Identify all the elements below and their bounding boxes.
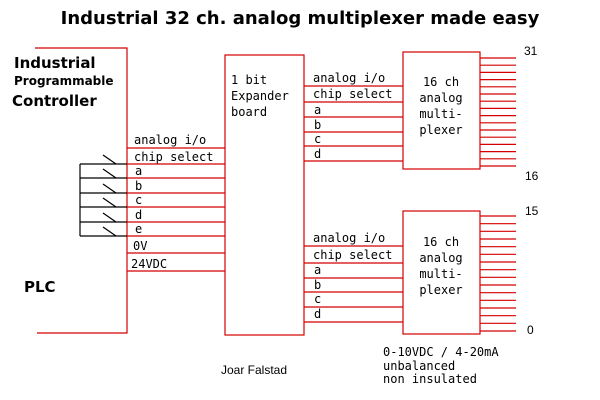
plc-output-switches <box>79 154 127 237</box>
switch-symbol <box>102 197 117 208</box>
bottom-bus-label: b <box>314 278 321 292</box>
top-bus-label: analog i/o <box>313 71 385 85</box>
mux-top-label-line-2: analog <box>419 91 462 105</box>
plc-outline <box>35 47 128 334</box>
multiplexer-bottom <box>402 210 481 335</box>
author-credit: Joar Falstad <box>221 363 287 377</box>
plc-signal-label: b <box>135 179 142 193</box>
mux-bottom-channel-wires <box>480 215 516 332</box>
plc-signal-label: 0V <box>133 239 147 253</box>
plc-signal-label: chip select <box>134 150 213 164</box>
switch-symbol <box>102 183 117 194</box>
top-bus-labels: analog i/o chip select a b c d <box>313 71 392 161</box>
signal-range-note: 0-10VDC / 4-20mA <box>383 345 499 359</box>
mux-bottom-channel-low: 0 <box>527 323 534 337</box>
plc-signal-label: d <box>135 208 142 222</box>
mux-bottom-label-line-4: plexer <box>419 283 462 297</box>
plc-signal-label: e <box>135 222 142 236</box>
switch-symbol <box>102 226 117 237</box>
switch-symbol <box>102 212 117 223</box>
balance-note: unbalanced <box>383 359 455 373</box>
plc-label: Industrial Programmable Controller PLC <box>12 54 114 296</box>
plc-signal-labels: analog i/o chip select a b c d e 0V 24VD… <box>131 133 213 271</box>
expander-label-line-3: board <box>231 105 267 119</box>
bottom-bus-label: d <box>314 307 321 321</box>
mux-top-channel-wires <box>480 57 516 167</box>
switch-symbol <box>102 154 117 165</box>
mux-top-label-line-3: multi- <box>419 107 462 121</box>
bottom-bus-label: analog i/o <box>313 231 385 245</box>
mux-bottom-channel-high: 15 <box>525 204 539 218</box>
bottom-bus-label: chip select <box>313 248 392 262</box>
plc-signal-label: c <box>135 193 142 207</box>
plc-name-line-1: Industrial <box>14 54 96 72</box>
plc-name-line-3: Controller <box>12 92 97 110</box>
multiplexer-top <box>402 51 481 170</box>
mux-bottom-label-line-1: 16 ch <box>423 235 459 249</box>
mux-bottom-label-line-2: analog <box>419 251 462 265</box>
top-bus-label: chip select <box>313 87 392 101</box>
bottom-bus-label: a <box>314 263 321 277</box>
expander-label-line-1: 1 bit <box>231 73 267 87</box>
switch-symbol <box>102 168 117 179</box>
mux-top-label-line-1: 16 ch <box>423 75 459 89</box>
top-bus-wires <box>304 85 403 162</box>
bottom-bus-label: c <box>314 292 321 306</box>
diagram-title: Industrial 32 ch. analog multiplexer mad… <box>61 8 540 29</box>
plc-signal-label: 24VDC <box>131 257 167 271</box>
mux-top-channel-low: 16 <box>525 169 539 183</box>
expander-label-line-2: Expander <box>231 89 289 103</box>
plc-signal-label: a <box>135 164 142 178</box>
plc-signal-wires <box>127 147 225 272</box>
plc-short-name: PLC <box>24 278 56 296</box>
mux-top-label-line-4: plexer <box>419 123 462 137</box>
mux-bottom-label-line-3: multi- <box>419 267 462 281</box>
plc-name-line-2: Programmable <box>14 74 114 88</box>
mux-top-channel-high: 31 <box>524 44 538 58</box>
bottom-bus-labels: analog i/o chip select a b c d <box>313 231 392 321</box>
top-bus-label: a <box>314 103 321 117</box>
bottom-bus-wires <box>304 245 403 323</box>
top-bus-label: d <box>314 147 321 161</box>
top-bus-label: c <box>314 132 321 146</box>
expander-board <box>224 54 305 336</box>
plc-signal-label: analog i/o <box>134 133 206 147</box>
top-bus-label: b <box>314 118 321 132</box>
insulation-note: non insulated <box>383 372 477 386</box>
